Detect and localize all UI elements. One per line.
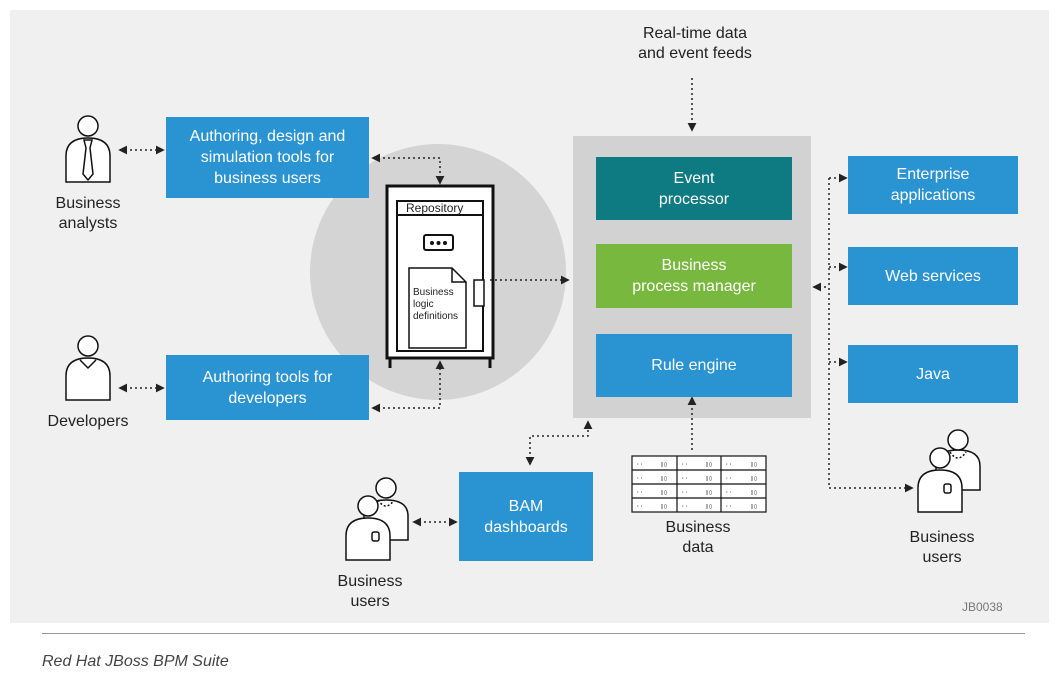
- svg-text:▯▯: ▯▯: [660, 489, 667, 496]
- svg-text:··: ··: [681, 461, 688, 468]
- business-analysts-label: Business analysts: [55, 195, 121, 232]
- rule-engine: Rule engine: [596, 334, 792, 397]
- svg-text:▯▯: ▯▯: [705, 503, 712, 510]
- figure-code: JB0038: [962, 600, 1003, 614]
- business-users-group-icon-left: [345, 477, 409, 561]
- business-analyst-icon: [65, 115, 111, 183]
- svg-text:▯▯: ▯▯: [660, 475, 667, 482]
- enterprise-applications: Enterprise applications: [848, 156, 1018, 214]
- svg-text:··: ··: [681, 475, 688, 482]
- svg-text:··: ··: [725, 461, 732, 468]
- bam-dashboards: BAM dashboards: [459, 472, 593, 561]
- svg-text:▯▯: ▯▯: [660, 503, 667, 510]
- svg-text:··: ··: [681, 489, 688, 496]
- business-users-group-icon-right: [917, 429, 981, 513]
- business-users-label-right: Business users: [909, 529, 975, 566]
- svg-text:··: ··: [725, 503, 732, 510]
- repository-icon: [385, 184, 495, 368]
- svg-text:▯▯: ▯▯: [705, 461, 712, 468]
- authoring-business-tools: Authoring, design and simulation tools f…: [166, 117, 369, 198]
- svg-text:▯▯: ▯▯: [750, 475, 757, 482]
- svg-text:▯▯: ▯▯: [750, 503, 757, 510]
- logic-definitions-label: Business logic definitions: [413, 287, 459, 322]
- business-users-label-left: Business users: [337, 573, 403, 610]
- svg-text:▯▯: ▯▯: [750, 489, 757, 496]
- svg-text:··: ··: [725, 475, 732, 482]
- business-data-label: Business data: [665, 519, 731, 556]
- figure-caption: Red Hat JBoss BPM Suite: [42, 653, 229, 670]
- java: Java: [848, 345, 1018, 403]
- svg-text:··: ··: [636, 489, 643, 496]
- web-services: Web services: [848, 247, 1018, 305]
- event-processor: Event processor: [596, 157, 792, 220]
- svg-text:▯▯: ▯▯: [705, 475, 712, 482]
- business-process-manager: Business process manager: [596, 244, 792, 308]
- repository-label: Repository: [406, 201, 464, 215]
- svg-text:··: ··: [636, 475, 643, 482]
- svg-text:··: ··: [636, 461, 643, 468]
- developers-label: Developers: [47, 413, 129, 430]
- database-icon: ··▯▯ ··▯▯ ··▯▯ ··▯▯ ··▯▯ ··▯▯ ··▯▯ ··▯▯ …: [631, 455, 767, 513]
- svg-text:··: ··: [725, 489, 732, 496]
- connectors: [118, 78, 914, 527]
- svg-text:··: ··: [681, 503, 688, 510]
- svg-text:▯▯: ▯▯: [660, 461, 667, 468]
- svg-text:▯▯: ▯▯: [705, 489, 712, 496]
- svg-text:··: ··: [636, 503, 643, 510]
- authoring-dev-tools: Authoring tools for developers: [166, 355, 369, 420]
- developer-icon: [65, 335, 111, 401]
- realtime-feeds-label: Real-time data and event feeds: [638, 25, 752, 62]
- svg-text:▯▯: ▯▯: [750, 461, 757, 468]
- caption-divider: [42, 633, 1025, 634]
